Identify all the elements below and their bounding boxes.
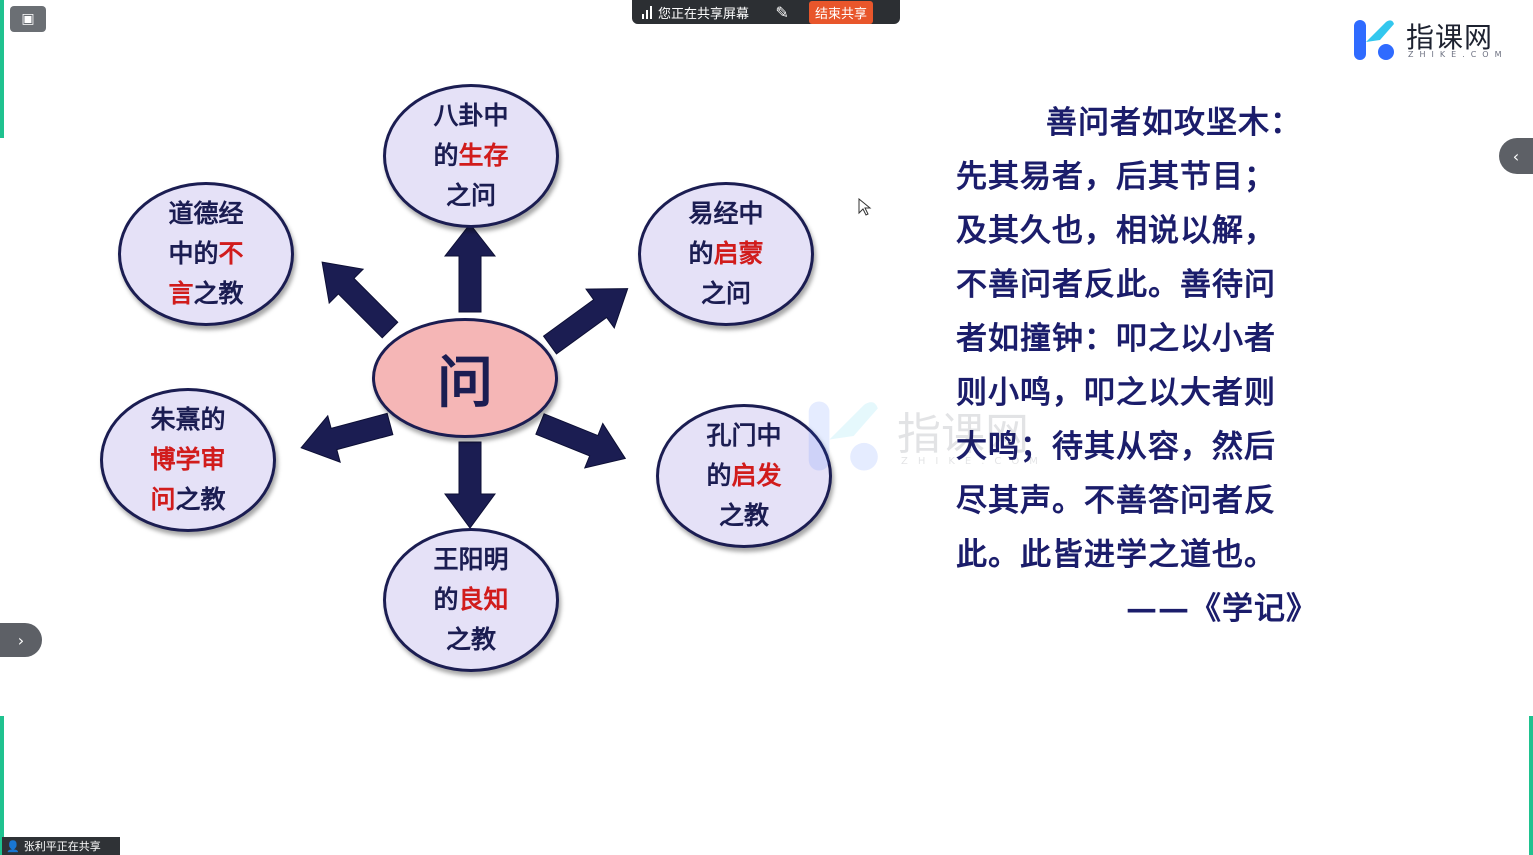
- quote-line: 及其久也，相说以解，: [956, 213, 1276, 249]
- node-line: 的启蒙: [688, 234, 763, 274]
- quote-line: 大鸣；待其从容，然后: [956, 429, 1276, 465]
- node-line: 之问: [701, 274, 751, 314]
- node-emphasis-text: 不: [218, 239, 244, 268]
- node-top-left: 道德经中的不言之教: [118, 182, 294, 326]
- mouse-cursor-icon: [858, 198, 872, 216]
- node-emphasis-text: 良知: [458, 585, 509, 614]
- node-bottom-left: 朱熹的博学审问之教: [100, 388, 276, 532]
- node-text: 的: [433, 141, 459, 170]
- node-text: 之教: [445, 625, 496, 654]
- node-emphasis-text: 问: [150, 485, 176, 514]
- watermark-sub: ZHIKE.COM: [901, 456, 1048, 467]
- arrow-down-right: [535, 413, 627, 469]
- signal-icon: [642, 5, 652, 19]
- node-line: 的启发: [706, 456, 781, 496]
- screen-capture-button[interactable]: ▣: [10, 6, 46, 32]
- watermark: 指课网 ZHIKE.COM: [805, 398, 1065, 478]
- window-edge-right: [1529, 0, 1533, 855]
- node-text: 之教: [193, 279, 244, 308]
- presenter-text: 张利平正在共享: [23, 840, 101, 853]
- node-line: 孔门中: [706, 416, 781, 456]
- screen-share-toolbar: 您正在共享屏幕 ✎ 结束共享: [632, 0, 900, 24]
- logo-k-icon: [1354, 20, 1394, 60]
- arrow-up: [443, 223, 497, 313]
- window-edge-left: [0, 0, 4, 855]
- quote-line: 则小鸣，叩之以大者则: [956, 375, 1276, 411]
- node-text: 王阳明: [433, 545, 509, 574]
- brand-logo: 指课网 ZHIKE.COM: [1352, 16, 1502, 66]
- presenter-status: 👤 张利平正在共享: [2, 837, 120, 855]
- quote-line: 善问者如攻坚木：: [1046, 105, 1302, 141]
- node-emphasis-text: 启蒙: [713, 239, 764, 268]
- node-line: 的良知: [433, 580, 508, 620]
- watermark-name: 指课网: [897, 409, 1029, 460]
- node-text: 之教: [718, 501, 769, 530]
- center-node: 问: [372, 318, 558, 438]
- expand-panel-button[interactable]: ›: [0, 623, 42, 657]
- node-line: 博学审: [150, 440, 225, 480]
- node-line: 王阳明: [433, 540, 508, 580]
- quote-line: 尽其声。不善答问者反: [956, 483, 1276, 519]
- node-text: 八卦中: [433, 101, 509, 130]
- question-diagram: 问 八卦中的生存之问 道德经中的不言之教 易经中的启蒙之问 朱熹的博学审问之教 …: [0, 0, 900, 700]
- node-line: 言之教: [168, 274, 243, 314]
- diagram-arrows: [300, 223, 629, 529]
- node-emphasis-text: 博学审: [150, 445, 226, 474]
- quote-line: 不善问者反此。善待问: [956, 267, 1276, 303]
- node-line: 之问: [446, 176, 496, 216]
- node-line: 之教: [446, 620, 496, 660]
- crop-icon: ▣: [21, 11, 35, 27]
- quote-line: 先其易者，后其节目；: [956, 159, 1276, 195]
- node-text: 朱熹的: [150, 405, 226, 434]
- chevron-left-icon: ‹: [1512, 146, 1520, 166]
- node-top-right: 易经中的启蒙之问: [638, 182, 814, 326]
- collapse-panel-button[interactable]: ‹: [1499, 138, 1533, 174]
- node-line: 易经中: [688, 194, 763, 234]
- node-text: 之教: [175, 485, 226, 514]
- node-text: 孔门中: [706, 421, 782, 450]
- node-text: 的: [433, 585, 459, 614]
- arrow-down-left: [300, 412, 394, 463]
- node-line: 朱熹的: [150, 400, 225, 440]
- node-emphasis-text: 启发: [731, 461, 782, 490]
- arrow-up-right: [542, 288, 629, 355]
- person-icon: 👤: [6, 839, 20, 853]
- watermark-logo-icon: [808, 401, 878, 471]
- node-emphasis-text: 言: [168, 279, 194, 308]
- node-text: 中的: [168, 239, 219, 268]
- end-share-button[interactable]: 结束共享: [809, 0, 874, 24]
- node-line: 问之教: [150, 480, 225, 520]
- logo-name: 指课网: [1406, 21, 1494, 54]
- node-line: 的生存: [433, 136, 508, 176]
- node-line: 八卦中: [433, 96, 508, 136]
- node-text: 的: [688, 239, 714, 268]
- node-bottom: 王阳明的良知之教: [383, 528, 559, 672]
- share-status-text: 您正在共享屏幕: [658, 6, 750, 22]
- node-text: 的: [706, 461, 732, 490]
- node-bottom-right: 孔门中的启发之教: [656, 404, 832, 548]
- node-text: 易经中: [688, 199, 764, 228]
- node-emphasis-text: 生存: [458, 141, 509, 170]
- node-text: 道德经: [168, 199, 244, 228]
- quote-line: 此。此皆进学之道也。: [956, 537, 1276, 573]
- node-text: 之问: [700, 279, 751, 308]
- quote-line: 者如撞钟：叩之以小者: [956, 321, 1276, 357]
- quote-source: ——《学记》: [1126, 591, 1318, 627]
- chevron-right-icon: ›: [17, 630, 25, 650]
- node-top: 八卦中的生存之问: [383, 84, 559, 228]
- arrow-up-left: [321, 261, 399, 339]
- node-line: 中的不: [168, 234, 243, 274]
- xueji-quote: 善问者如攻坚木： 先其易者，后其节目； 及其久也，相说以解， 不善问者反此。善待…: [956, 96, 1416, 636]
- logo-sub: ZHIKE.COM: [1408, 50, 1508, 59]
- arrow-down: [444, 441, 496, 529]
- pen-slash-icon[interactable]: ✎: [775, 2, 789, 22]
- node-text: 之问: [445, 181, 496, 210]
- node-line: 道德经: [168, 194, 243, 234]
- node-line: 之教: [719, 496, 769, 536]
